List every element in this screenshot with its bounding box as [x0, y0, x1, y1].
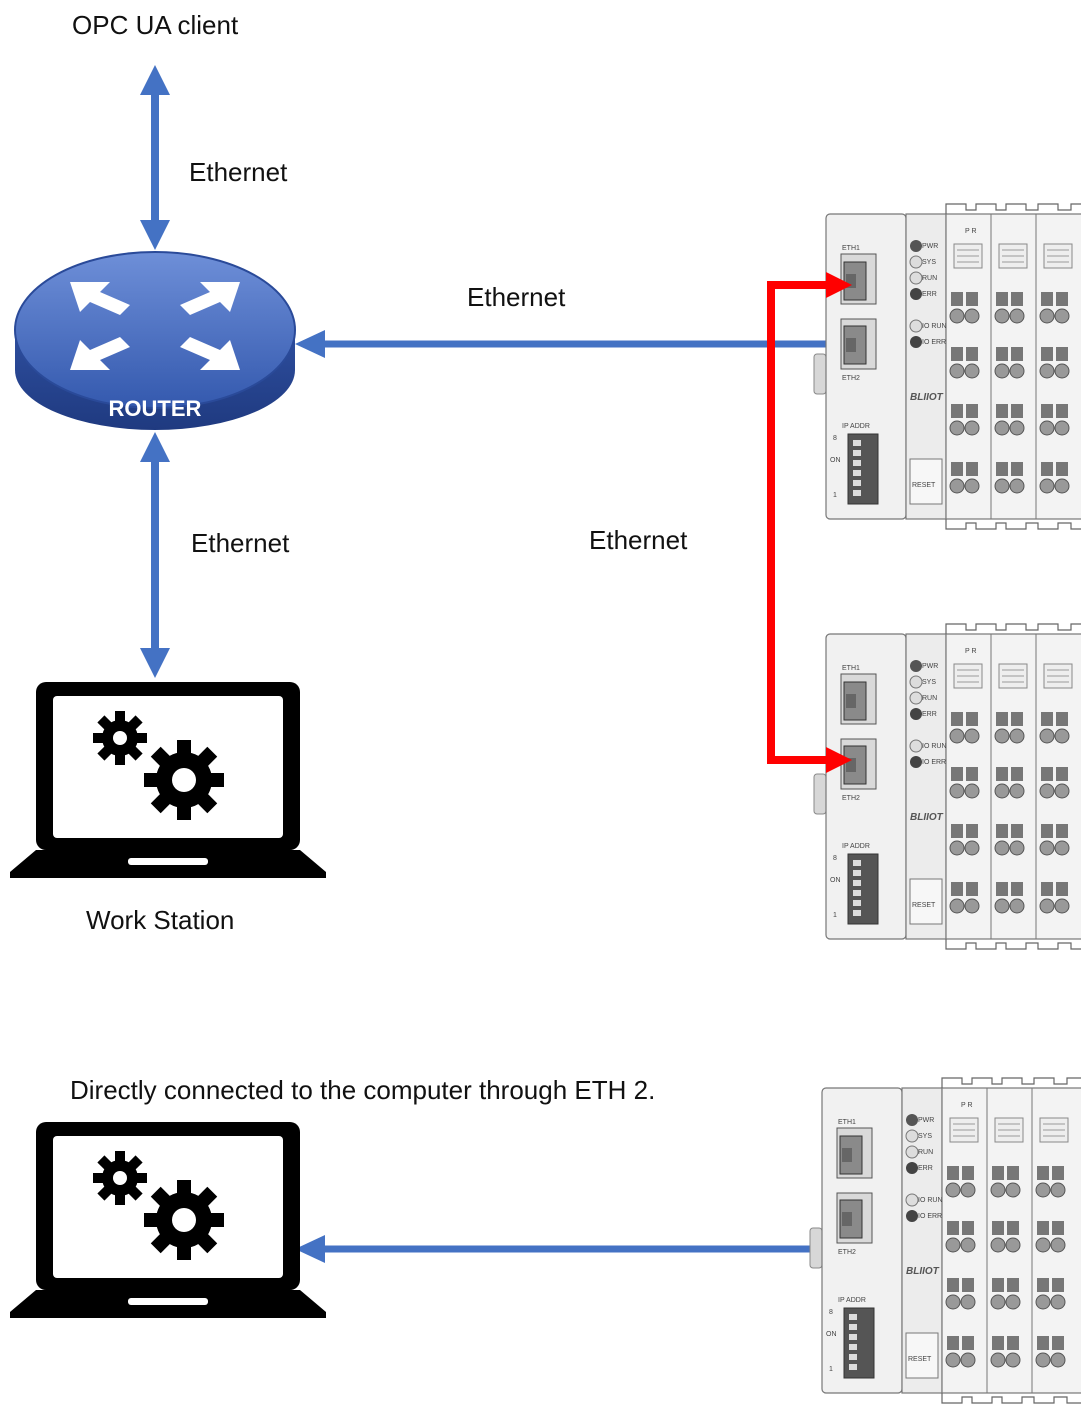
eth1-label: ETH1: [842, 665, 860, 672]
io-run-led-label: IO RUN: [922, 323, 947, 330]
pr-label: P R: [965, 228, 977, 235]
dip-1-label: 1: [833, 912, 837, 919]
eth2-label: ETH2: [842, 375, 860, 382]
err-led-label: ERR: [922, 711, 937, 718]
pr-label: P R: [961, 1102, 973, 1109]
run-led-label: RUN: [922, 695, 937, 702]
pwr-led-label: PWR: [922, 243, 938, 250]
err-led-label: ERR: [922, 291, 937, 298]
dip-8-label: 8: [833, 855, 837, 862]
ip-addr-label: IP ADDR: [842, 423, 870, 430]
reset-label: RESET: [908, 1356, 932, 1363]
run-led-label: RUN: [918, 1149, 933, 1156]
io-err-led-label: IO ERR: [918, 1213, 942, 1220]
router-text: ROUTER: [109, 396, 202, 421]
reset-label: RESET: [912, 902, 936, 909]
dip-on-label: ON: [826, 1331, 837, 1338]
direct-laptop-icon: [10, 1122, 326, 1318]
eth1-label: ETH1: [842, 245, 860, 252]
device-3-labels: ETH1 ETH2 PWR SYS RUN ERR IO RUN IO ERR …: [826, 1102, 973, 1373]
reset-label: RESET: [912, 482, 936, 489]
dip-1-label: 1: [829, 1366, 833, 1373]
io-run-led-label: IO RUN: [922, 743, 947, 750]
io-device-3: [809, 1077, 1081, 1404]
link-laptop-device3: [295, 1235, 855, 1263]
ethernet-label-router-device: Ethernet: [467, 282, 566, 312]
work-station-label: Work Station: [86, 905, 235, 935]
eth2-label: ETH2: [838, 1249, 856, 1256]
eth2-label: ETH2: [842, 795, 860, 802]
io-device-2: [813, 623, 1081, 950]
ethernet-label-top: Ethernet: [189, 157, 288, 187]
sys-led-label: SYS: [922, 679, 936, 686]
ip-addr-label: IP ADDR: [838, 1297, 866, 1304]
dip-1-label: 1: [833, 492, 837, 499]
io-err-led-label: IO ERR: [922, 339, 946, 346]
opc-ua-client-label: OPC UA client: [72, 10, 239, 40]
link-device1-device2: [767, 272, 852, 773]
router-icon: ROUTER: [14, 251, 296, 430]
device-2-labels: ETH1 ETH2 PWR SYS RUN ERR IO RUN IO ERR …: [830, 648, 977, 919]
ip-addr-label: IP ADDR: [842, 843, 870, 850]
dip-8-label: 8: [833, 435, 837, 442]
brand-label: BLIIOT: [906, 1266, 940, 1277]
brand-label: BLIIOT: [910, 812, 944, 823]
eth1-label: ETH1: [838, 1119, 856, 1126]
sys-led-label: SYS: [922, 259, 936, 266]
link-opc-router: [140, 65, 170, 250]
dip-on-label: ON: [830, 457, 841, 464]
dip-on-label: ON: [830, 877, 841, 884]
err-led-label: ERR: [918, 1165, 933, 1172]
io-err-led-label: IO ERR: [922, 759, 946, 766]
ethernet-label-daisy-chain: Ethernet: [589, 525, 688, 555]
pwr-led-label: PWR: [918, 1117, 934, 1124]
run-led-label: RUN: [922, 275, 937, 282]
sys-led-label: SYS: [918, 1133, 932, 1140]
direct-connection-note: Directly connected to the computer throu…: [70, 1075, 656, 1105]
io-run-led-label: IO RUN: [918, 1197, 943, 1204]
workstation-laptop-icon: [10, 682, 326, 878]
brand-label: BLIIOT: [910, 392, 944, 403]
io-device-1: [813, 203, 1081, 530]
pwr-led-label: PWR: [922, 663, 938, 670]
device-1-labels: ETH1 ETH2 PWR SYS RUN ERR IO RUN IO ERR …: [830, 228, 977, 499]
pr-label: P R: [965, 648, 977, 655]
dip-8-label: 8: [829, 1309, 833, 1316]
link-router-workstation: [140, 432, 170, 678]
ethernet-label-router-workstation: Ethernet: [191, 528, 290, 558]
